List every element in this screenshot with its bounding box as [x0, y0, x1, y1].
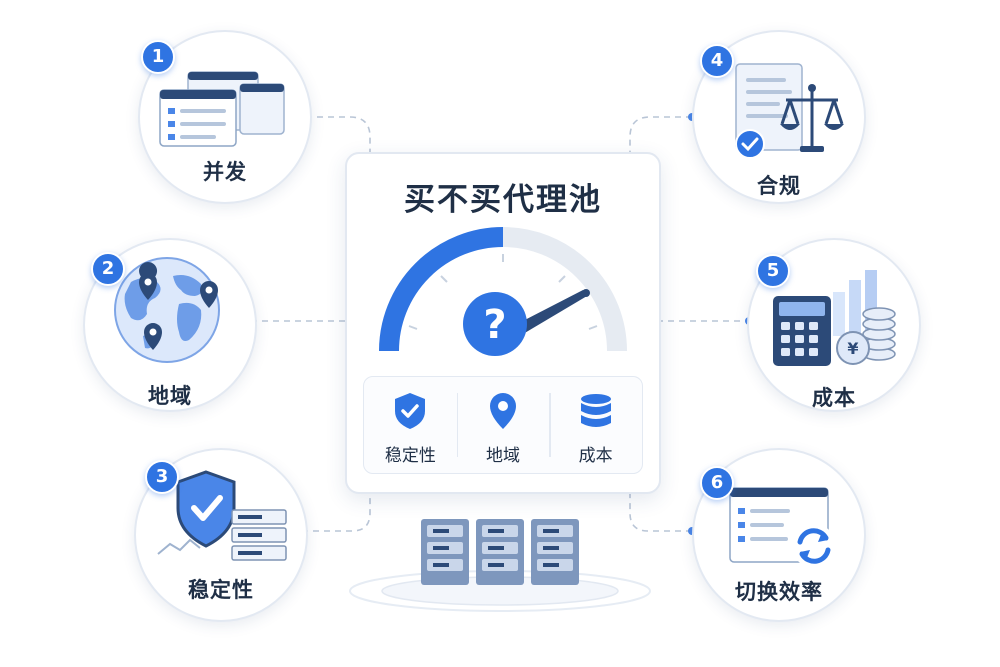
calculator-coins-icon: ¥: [773, 270, 896, 366]
factor-label: 地域: [148, 384, 192, 408]
factor-number-badge: 2: [91, 252, 125, 286]
factor-label: 稳定性: [188, 578, 254, 602]
metrics-panel: 稳定性 地域 成本: [363, 376, 643, 474]
shield-check-icon: [395, 393, 426, 429]
factor-node-compliance: 合规: [692, 30, 866, 204]
factor-label: 成本: [812, 386, 856, 410]
decision-title: 买不买代理池: [404, 182, 602, 218]
factor-label: 切换效率: [735, 580, 823, 604]
factor-number-badge: 3: [145, 460, 179, 494]
shield-server-icon: [157, 470, 287, 561]
factor-label: 并发: [203, 160, 247, 184]
svg-text:¥: ¥: [847, 339, 858, 358]
metric-label: 地域: [486, 446, 520, 466]
metric-cost: 成本: [549, 377, 642, 473]
metric-stability: 稳定性: [364, 377, 457, 473]
factor-label: 合规: [757, 174, 801, 198]
factor-number-badge: 1: [141, 40, 175, 74]
factor-number-badge: 4: [700, 44, 734, 78]
gauge: ?: [379, 227, 627, 356]
server-racks-icon: [349, 519, 651, 612]
metric-label: 稳定性: [384, 446, 436, 466]
refresh-window-icon: [729, 487, 836, 568]
decision-card: 买不买代理池 ? 稳定性: [345, 152, 661, 494]
globe-pins-icon: [114, 257, 220, 363]
question-mark-icon: [463, 292, 527, 356]
location-pin-icon: [490, 393, 516, 429]
database-icon: [580, 394, 611, 427]
factor-number-badge: 6: [700, 466, 734, 500]
svg-text:?: ?: [483, 302, 506, 348]
metric-label: 成本: [578, 446, 613, 466]
factor-number-badge: 5: [756, 254, 790, 288]
metric-region: 地域: [456, 377, 550, 473]
browser-windows-icon: [159, 71, 285, 147]
document-scale-icon: [735, 63, 844, 159]
